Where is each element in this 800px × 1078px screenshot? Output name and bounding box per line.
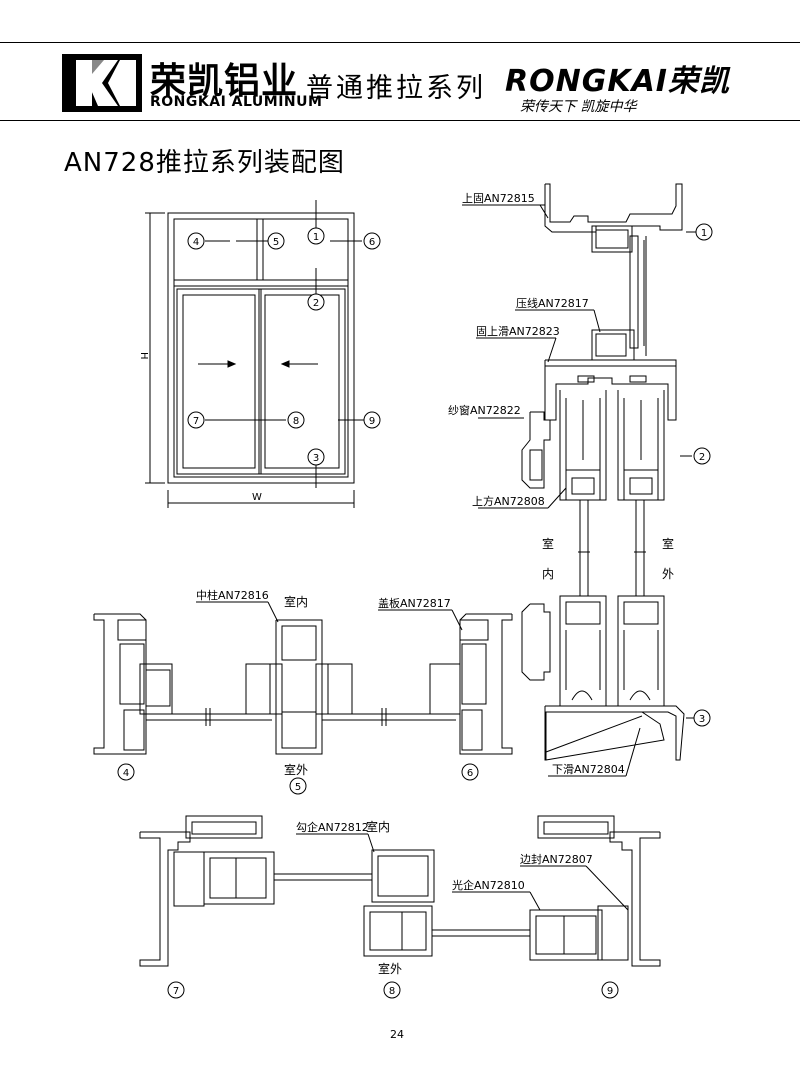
label-indoor-vertical-1: 室 bbox=[542, 536, 554, 551]
rongkai-wordmark: RONGKAI荣凯 bbox=[505, 64, 730, 99]
label-mullion: 中柱AN72816 bbox=[196, 588, 269, 602]
callout-text: 1 bbox=[701, 228, 707, 239]
label-screen: 纱窗AN72822 bbox=[448, 403, 521, 417]
callout-text: 2 bbox=[313, 298, 319, 309]
callout-text: 4 bbox=[193, 237, 199, 248]
label-bead: 压线AN72817 bbox=[516, 296, 589, 310]
height-dimension-label: H bbox=[138, 352, 149, 360]
label-indoor-lower: 室内 bbox=[366, 819, 390, 834]
callout-text: 3 bbox=[313, 453, 319, 464]
series-name: 普通推拉系列 bbox=[306, 73, 486, 104]
label-side-seal: 边封AN72807 bbox=[520, 852, 593, 866]
callout-h4 bbox=[117, 763, 135, 781]
label-hook-stile: 勾企AN72812 bbox=[296, 820, 369, 834]
callout-v1 bbox=[695, 223, 713, 241]
label-cover: 盖板AN72817 bbox=[378, 596, 451, 610]
callout-text: 8 bbox=[293, 416, 299, 427]
label-indoor-vertical-2: 内 bbox=[542, 567, 554, 581]
width-dimension-label: W bbox=[252, 492, 262, 503]
callout-h5 bbox=[289, 777, 307, 795]
callout-text: 6 bbox=[467, 768, 473, 779]
callout-text: 8 bbox=[389, 986, 395, 997]
callout-3 bbox=[307, 448, 325, 466]
horizontal-section-lower bbox=[139, 815, 661, 967]
label-top-rail: 上方AN72808 bbox=[472, 494, 545, 508]
callout-5 bbox=[267, 232, 285, 250]
callout-text: 4 bbox=[123, 768, 129, 779]
callout-text: 9 bbox=[369, 416, 375, 427]
sash-top-left bbox=[559, 390, 607, 501]
page-title: AN728推拉系列装配图 bbox=[64, 148, 345, 178]
brand-name-en: RONGKAI ALUMINUM bbox=[150, 94, 323, 110]
callout-text: 2 bbox=[699, 452, 705, 463]
callout-2 bbox=[307, 293, 325, 311]
callout-h7 bbox=[167, 981, 185, 999]
callout-9 bbox=[363, 411, 381, 429]
callout-7 bbox=[187, 411, 205, 429]
callout-v3 bbox=[693, 709, 711, 727]
callout-1 bbox=[307, 227, 325, 245]
callout-text: 5 bbox=[273, 237, 279, 248]
label-fixed-top-slide: 固上滑AN72823 bbox=[476, 325, 560, 338]
brand-name-cn: 荣凯铝业 bbox=[150, 61, 299, 102]
label-outdoor-upper: 室外 bbox=[284, 762, 308, 777]
window-elevation bbox=[145, 200, 364, 508]
horizontal-section-upper bbox=[93, 601, 513, 755]
sash-bottom-right bbox=[617, 595, 665, 707]
callout-text: 7 bbox=[173, 986, 179, 997]
callout-h8 bbox=[383, 981, 401, 999]
vertical-section bbox=[462, 183, 696, 777]
callout-text: 5 bbox=[295, 782, 301, 793]
label-bottom-slide: 下滑AN72804 bbox=[552, 763, 625, 776]
header-bottom-rule bbox=[0, 120, 800, 121]
label-outdoor-lower: 室外 bbox=[378, 961, 402, 976]
callout-h6 bbox=[461, 763, 479, 781]
callout-text: 7 bbox=[193, 416, 199, 427]
callout-text: 1 bbox=[313, 232, 319, 243]
label-indoor-upper: 室内 bbox=[284, 594, 308, 609]
callout-6 bbox=[363, 232, 381, 250]
label-outdoor-vertical-1: 室 bbox=[662, 536, 674, 551]
callout-h9 bbox=[601, 981, 619, 999]
header-top-rule bbox=[0, 42, 800, 43]
callout-8 bbox=[287, 411, 305, 429]
callout-4 bbox=[187, 232, 205, 250]
page-number: 24 bbox=[390, 1028, 404, 1041]
callout-text: 9 bbox=[607, 986, 613, 997]
rongkai-logo-icon bbox=[62, 54, 142, 112]
callout-text: 3 bbox=[699, 714, 705, 725]
callout-text: 6 bbox=[369, 237, 375, 248]
label-outdoor-vertical-2: 外 bbox=[662, 567, 674, 581]
sash-bottom-left bbox=[559, 595, 607, 707]
callout-v2 bbox=[693, 447, 711, 465]
label-top-fixed: 上固AN72815 bbox=[462, 192, 535, 205]
slogan: 荣传天下 凯旋中华 bbox=[520, 99, 637, 115]
label-plain-stile: 光企AN72810 bbox=[452, 878, 525, 892]
sash-top-right bbox=[617, 390, 665, 501]
